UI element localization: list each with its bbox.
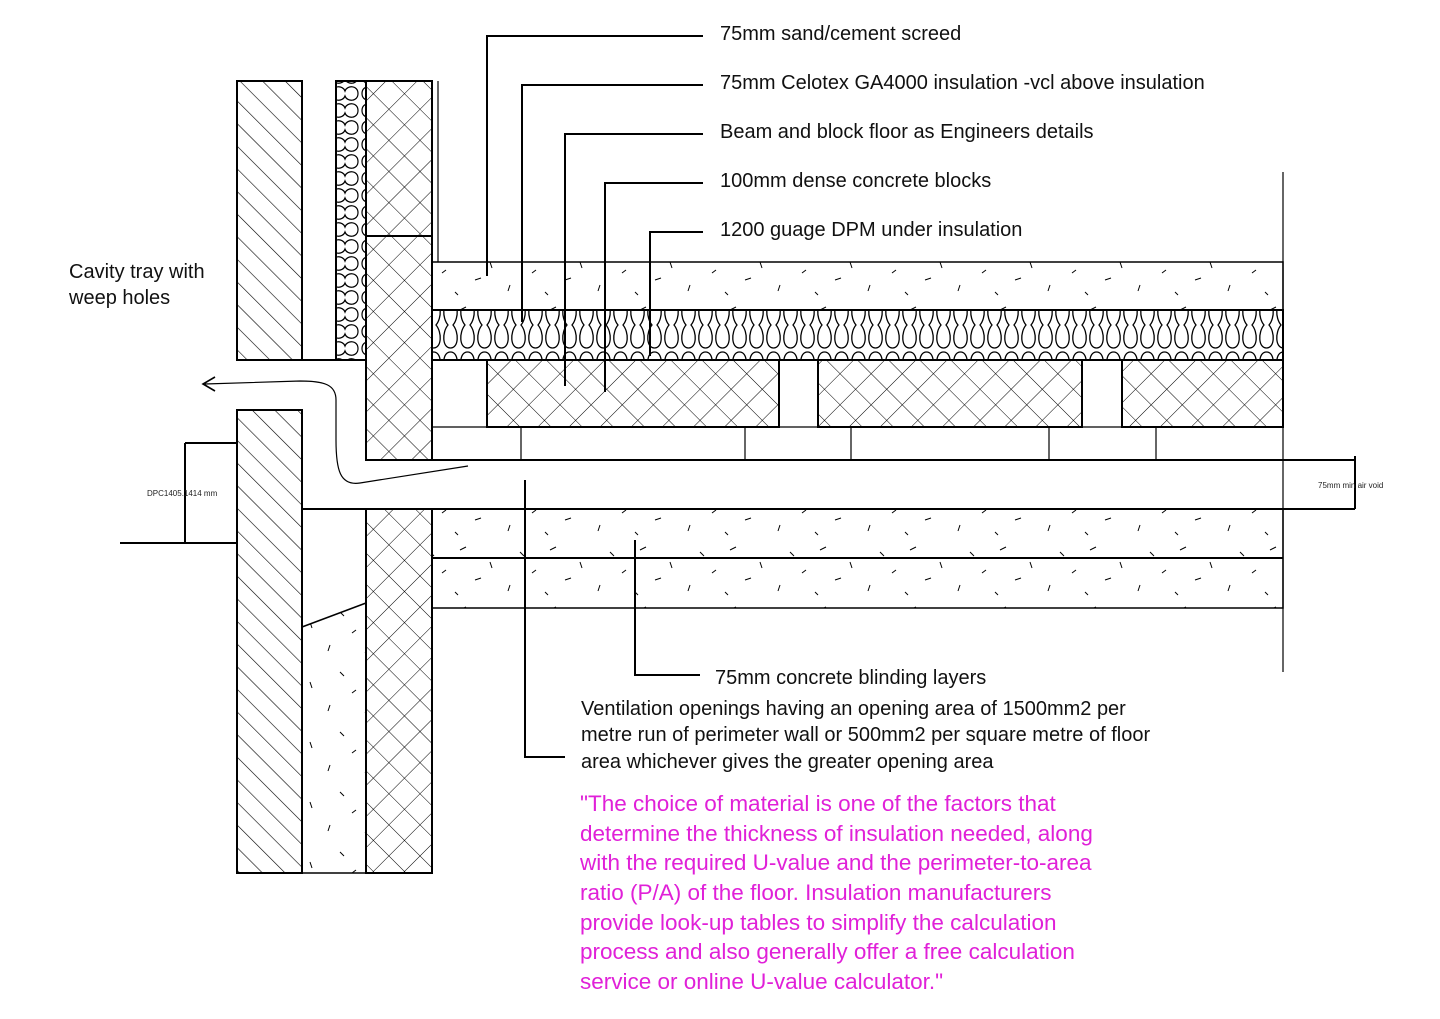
quote-block: "The choice of material is one of the fa… bbox=[579, 791, 1093, 994]
blinding-label: 75mm concrete blinding layers bbox=[715, 667, 986, 689]
dense-blocks-label: 100mm dense concrete blocks bbox=[720, 170, 991, 192]
outer-brick-upper bbox=[236, 80, 303, 361]
inner-block-lower bbox=[365, 508, 433, 874]
cavity-tray-label: weep holes bbox=[68, 287, 170, 309]
celotex-label: 75mm Celotex GA4000 insulation -vcl abov… bbox=[720, 72, 1205, 94]
air-void-label: 75mm min air void bbox=[1318, 481, 1383, 490]
floor-insulation bbox=[431, 309, 1284, 361]
floor-block bbox=[1121, 359, 1284, 428]
screed-layer bbox=[431, 261, 1284, 311]
floor-block bbox=[486, 359, 780, 428]
cavity-fill bbox=[301, 601, 367, 874]
cavity-tray-label: Cavity tray with bbox=[69, 261, 205, 283]
quote-line: with the required U-value and the perime… bbox=[579, 850, 1092, 875]
quote-line: process and also generally offer a free … bbox=[580, 939, 1075, 964]
ventilation-label: Ventilation openings having an opening a… bbox=[581, 698, 1126, 720]
leader-lines bbox=[486, 35, 703, 758]
floor-block bbox=[817, 359, 1083, 428]
arrow-icon bbox=[201, 376, 216, 392]
ventilation-label: area whichever gives the greater opening… bbox=[581, 751, 994, 773]
dpc-label: DPC1405.1414 mm bbox=[147, 489, 218, 498]
quote-line: determine the thickness of insulation ne… bbox=[580, 821, 1093, 846]
inner-block-upper bbox=[365, 80, 433, 461]
dpm-label: 1200 guage DPM under insulation bbox=[720, 219, 1022, 241]
quote-line: ratio (P/A) of the floor. Insulation man… bbox=[580, 880, 1051, 905]
beams bbox=[520, 427, 1157, 460]
outer-brick-lower bbox=[236, 409, 303, 874]
dpc-dimension bbox=[120, 442, 237, 544]
ventilation-label: metre run of perimeter wall or 500mm2 pe… bbox=[581, 724, 1150, 746]
cavity-insulation bbox=[335, 80, 367, 361]
quote-line: provide look-up tables to simplify the c… bbox=[580, 910, 1057, 935]
cavity-tray bbox=[204, 380, 469, 484]
beam-block-label: Beam and block floor as Engineers detail… bbox=[720, 121, 1094, 143]
screed-label: 75mm sand/cement screed bbox=[720, 23, 961, 45]
quote-line: "The choice of material is one of the fa… bbox=[580, 791, 1056, 816]
quote-line: service or online U-value calculator." bbox=[580, 969, 943, 994]
